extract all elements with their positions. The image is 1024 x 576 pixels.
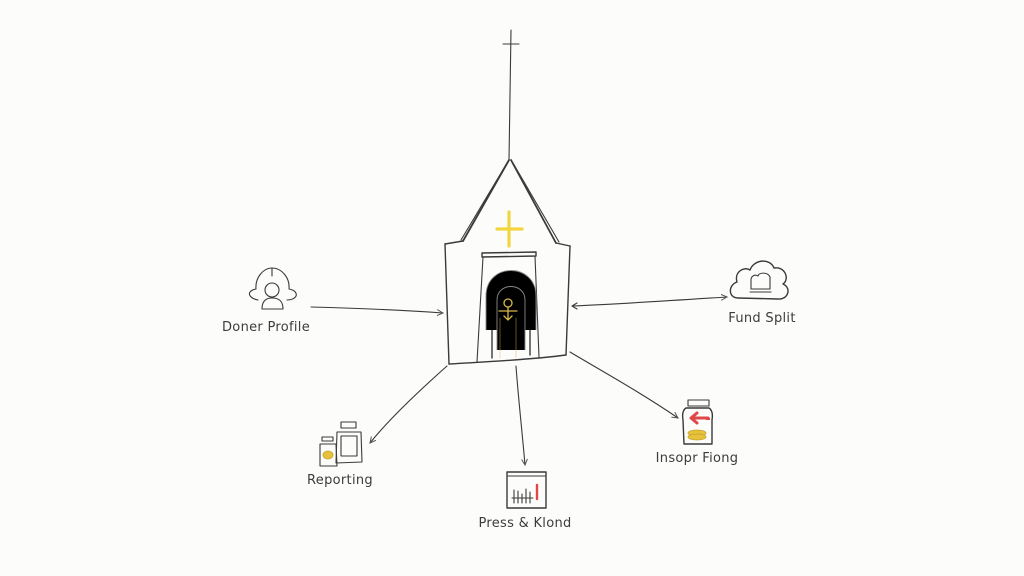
arrow-church-to-reporting [370, 365, 448, 443]
label-insopr-fiong: Insopr Fiong [655, 451, 739, 466]
arrow-church-to-fund-split [571, 297, 727, 307]
label-doner-profile: Doner Profile [222, 320, 310, 335]
label-press-klond: Press & Klond [478, 516, 572, 531]
golden-figure-icon [498, 298, 518, 359]
label-reporting: Reporting [307, 473, 373, 488]
label-fund-split: Fund Split [728, 311, 796, 326]
arrow-doner-to-church [310, 306, 443, 313]
yellow-cross-icon [495, 210, 524, 248]
arrow-church-to-insopr [569, 351, 678, 418]
arrow-church-to-press [515, 365, 525, 465]
